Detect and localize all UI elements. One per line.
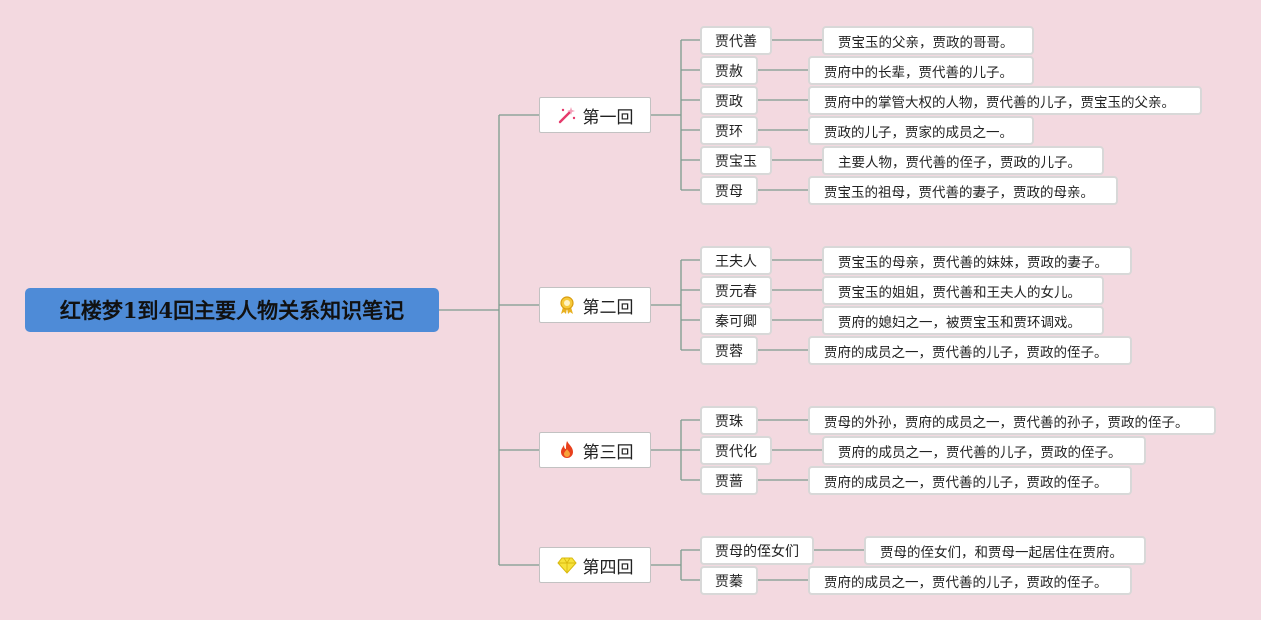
chapter-label: 第二回 (582, 297, 634, 318)
person-node[interactable]: 贾代化 (700, 436, 772, 465)
person-description[interactable]: 贾政的儿子，贾家的成员之一。 (808, 116, 1034, 145)
person-description[interactable]: 贾宝玉的母亲，贾代善的妹妹，贾政的妻子。 (822, 246, 1132, 275)
person-description[interactable]: 贾母的外孙，贾府的成员之一，贾代善的孙子，贾政的侄子。 (808, 406, 1216, 435)
person-node[interactable]: 贾蓁 (700, 566, 758, 595)
person-description[interactable]: 贾宝玉的姐姐，贾代善和王夫人的女儿。 (822, 276, 1104, 305)
chapter-label: 第三回 (582, 442, 634, 463)
person-description[interactable]: 贾府的成员之一，贾代善的儿子，贾政的侄子。 (822, 436, 1146, 465)
person-node[interactable]: 秦可卿 (700, 306, 772, 335)
person-description[interactable]: 贾府的媳妇之一，被贾宝玉和贾环调戏。 (822, 306, 1104, 335)
chapter-node-2[interactable]: 第二回 (539, 287, 651, 323)
magic-wand-icon (557, 105, 577, 125)
person-node[interactable]: 贾母 (700, 176, 758, 205)
person-node[interactable]: 贾政 (700, 86, 758, 115)
mindmap-root-title[interactable]: 红楼梦1到4回主要人物关系知识笔记 (25, 288, 439, 332)
person-description[interactable]: 贾府中的掌管大权的人物，贾代善的儿子，贾宝玉的父亲。 (808, 86, 1202, 115)
person-description[interactable]: 贾府的成员之一，贾代善的儿子，贾政的侄子。 (808, 566, 1132, 595)
person-description[interactable]: 贾府中的长辈，贾代善的儿子。 (808, 56, 1034, 85)
person-description[interactable]: 贾府的成员之一，贾代善的儿子，贾政的侄子。 (808, 336, 1132, 365)
person-node[interactable]: 贾代善 (700, 26, 772, 55)
chapter-label: 第一回 (582, 107, 634, 128)
person-node[interactable]: 王夫人 (700, 246, 772, 275)
chapter-node-1[interactable]: 第一回 (539, 97, 651, 133)
chapter-label: 第四回 (582, 557, 634, 578)
diamond-icon (556, 555, 577, 575)
person-description[interactable]: 贾宝玉的祖母，贾代善的妻子，贾政的母亲。 (808, 176, 1118, 205)
person-description[interactable]: 贾宝玉的父亲，贾政的哥哥。 (822, 26, 1034, 55)
person-node[interactable]: 贾元春 (700, 276, 772, 305)
person-node[interactable]: 贾环 (700, 116, 758, 145)
person-node[interactable]: 贾宝玉 (700, 146, 772, 175)
person-description[interactable]: 贾母的侄女们，和贾母一起居住在贾府。 (864, 536, 1146, 565)
chapter-node-4[interactable]: 第四回 (539, 547, 651, 583)
person-node[interactable]: 贾母的侄女们 (700, 536, 814, 565)
person-node[interactable]: 贾蓉 (700, 336, 758, 365)
person-node[interactable]: 贾珠 (700, 406, 758, 435)
award-medal-icon (557, 295, 577, 315)
chapter-node-3[interactable]: 第三回 (539, 432, 651, 468)
person-description[interactable]: 主要人物，贾代善的侄子，贾政的儿子。 (822, 146, 1104, 175)
person-node[interactable]: 贾赦 (700, 56, 758, 85)
person-description[interactable]: 贾府的成员之一，贾代善的儿子，贾政的侄子。 (808, 466, 1132, 495)
fire-icon (557, 440, 577, 460)
person-node[interactable]: 贾蔷 (700, 466, 758, 495)
